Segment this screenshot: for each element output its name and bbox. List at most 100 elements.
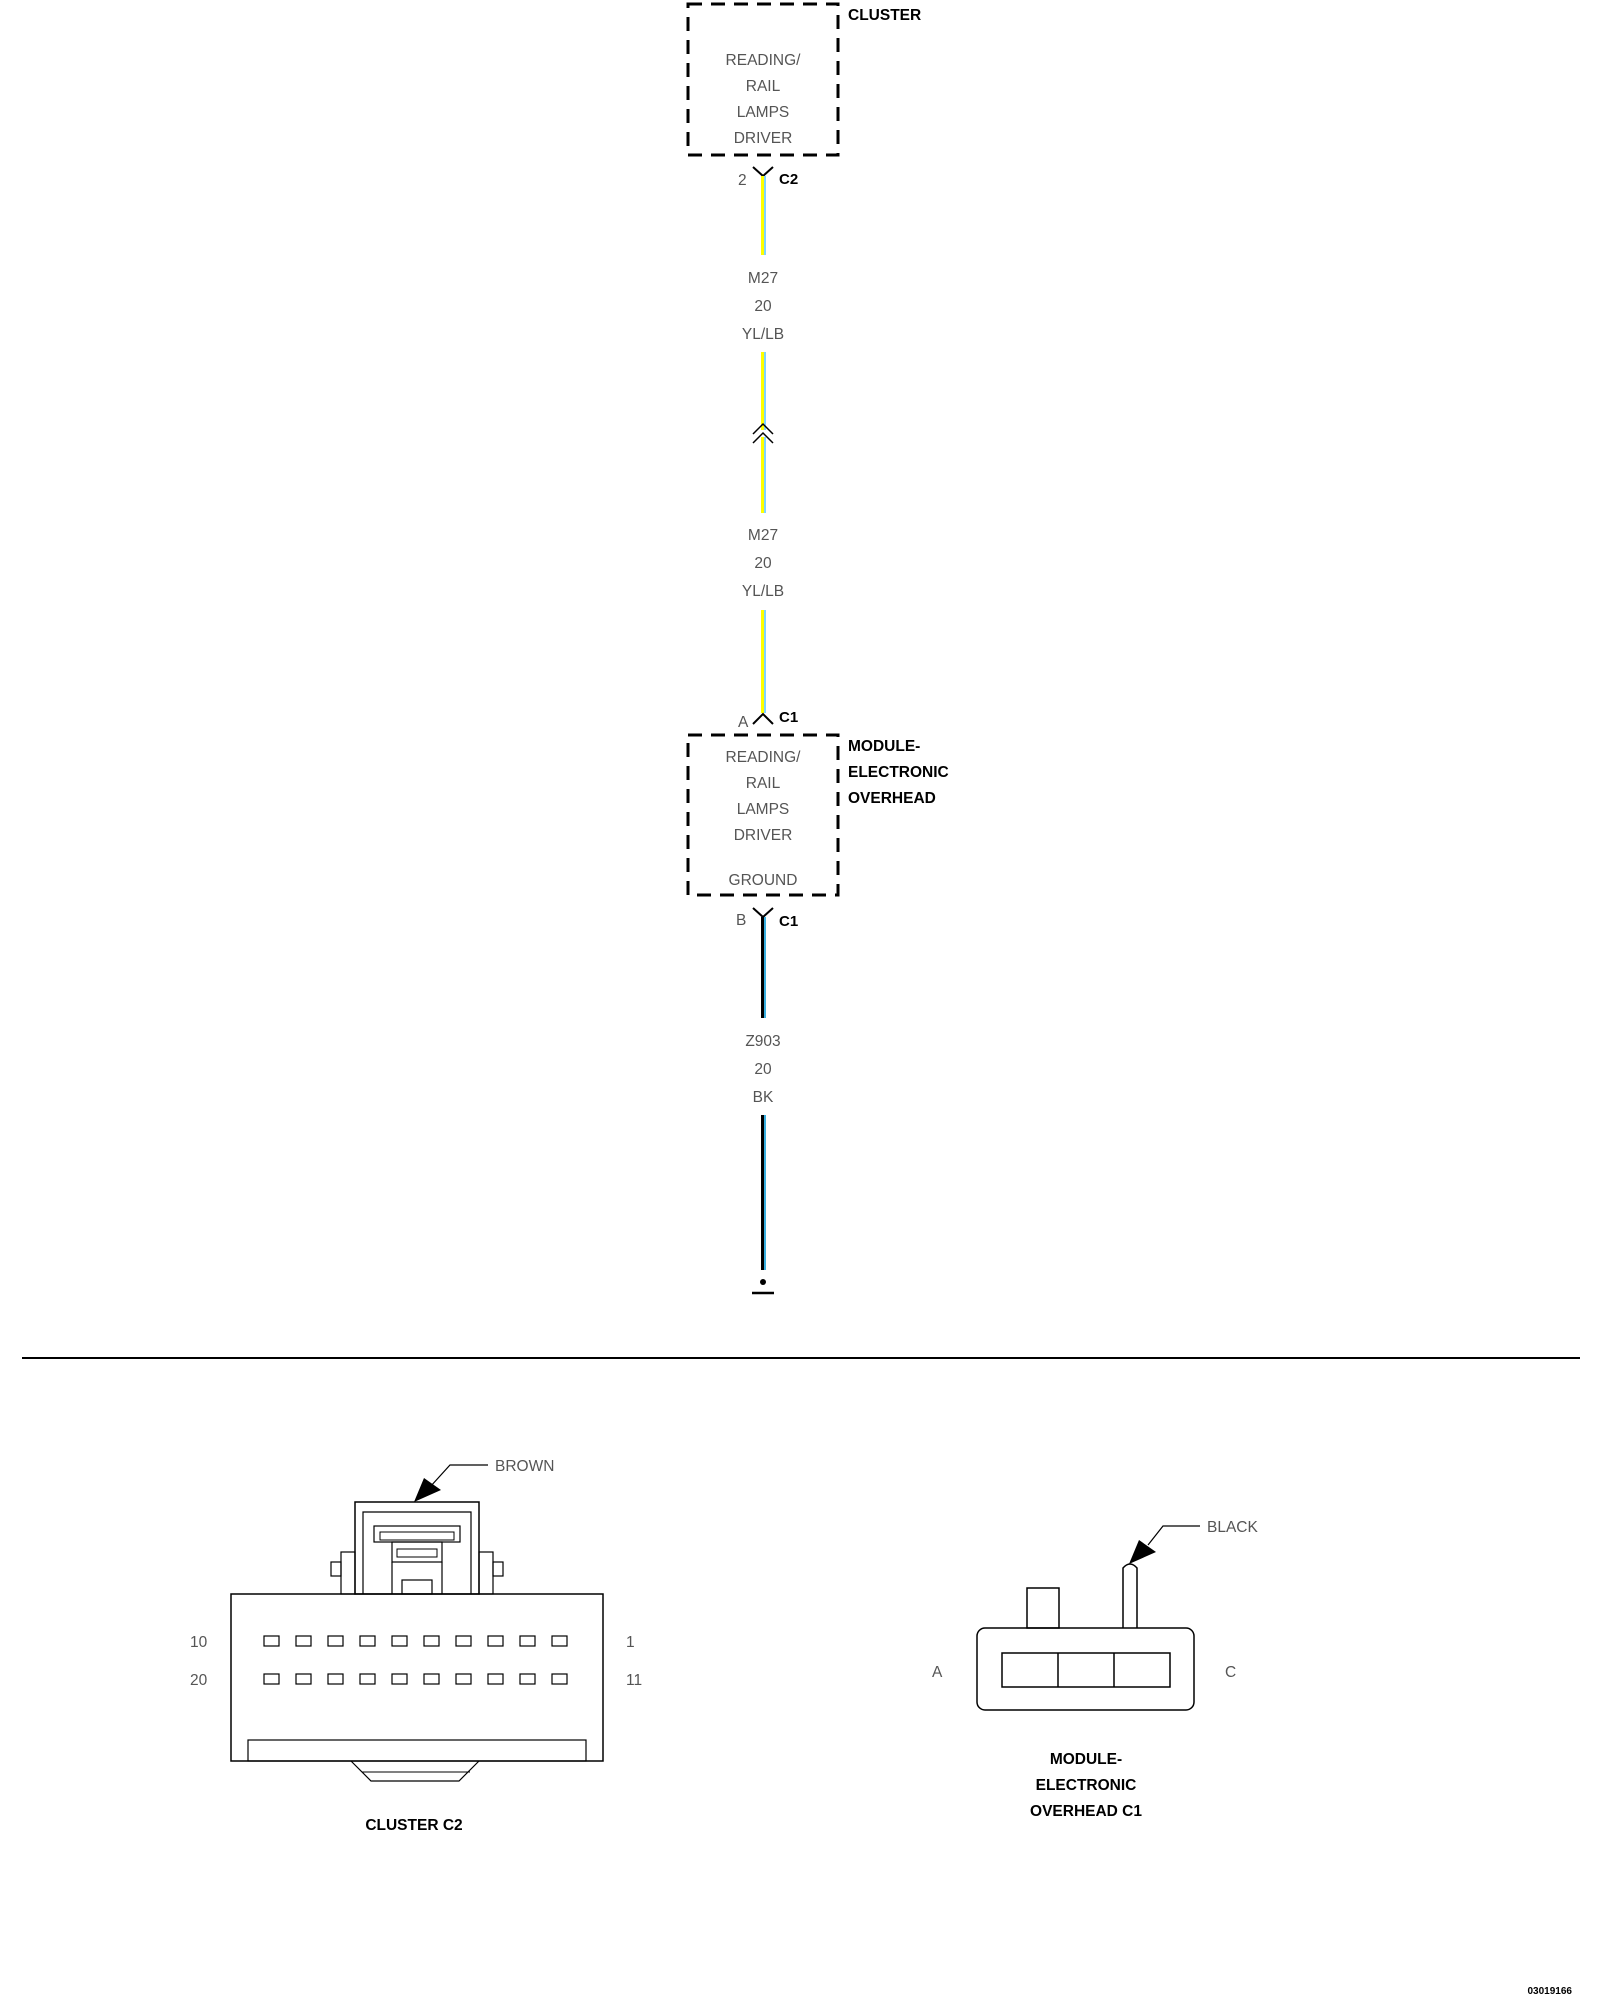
wire-z903: Z903 20 BK	[745, 917, 781, 1270]
latch-slot	[391, 1541, 443, 1563]
module-c1-pin-b: B C1	[736, 907, 798, 930]
overhead-module-title-line-3: OVERHEAD	[848, 790, 936, 807]
cavity	[487, 1635, 504, 1647]
cavity	[423, 1673, 440, 1685]
module-input-connector: C1	[779, 709, 798, 726]
connector-body	[976, 1627, 1195, 1711]
cluster-function-line-3: LAMPS	[737, 104, 790, 121]
cluster-box	[686, 2, 840, 157]
cavity	[519, 1673, 536, 1685]
color-leader-line	[1147, 1525, 1200, 1546]
cavity	[263, 1673, 280, 1685]
module-output-connector: C1	[779, 913, 798, 930]
overhead-module-component: MODULE- ELECTRONIC OVERHEAD READING/ RAI…	[686, 733, 949, 897]
module-input-pin: A	[738, 714, 749, 731]
wire-circuit-label: M27	[748, 270, 778, 287]
cavity-row-bottom	[263, 1673, 568, 1685]
overhead-function-line-4: DRIVER	[734, 827, 793, 844]
connector-body	[230, 1593, 604, 1762]
cluster-c2-connector-view: 10 1 20 11 BROWN CLUSTER C2	[190, 1458, 642, 1834]
wire-color-label: YL/LB	[742, 326, 784, 343]
wire-m27-upper: M27 20 YL/LB	[742, 176, 784, 430]
connector-caption-line-1: MODULE-	[1050, 1751, 1122, 1768]
latch-inner-outline	[362, 1511, 472, 1594]
housing-ear-right-inner	[478, 1551, 494, 1595]
overhead-ground-label: GROUND	[729, 872, 798, 889]
connector-caret-symbol	[752, 712, 774, 725]
locking-tab	[1026, 1587, 1060, 1629]
inline-connector-chevron-lower	[752, 431, 774, 444]
pin-label-left: A	[932, 1664, 943, 1681]
wire-stub	[1122, 1563, 1138, 1628]
cavity	[551, 1635, 568, 1647]
latch-tab-inner	[379, 1531, 455, 1541]
connector-caption: CLUSTER C2	[365, 1817, 462, 1834]
housing-ear-left-inner	[340, 1551, 356, 1595]
cluster-function-line-4: DRIVER	[734, 130, 793, 147]
pin-label-top-left: 10	[190, 1634, 208, 1651]
color-leader-arrow-icon	[414, 1478, 441, 1502]
pin-label-top-right: 1	[626, 1634, 635, 1651]
cavity	[327, 1635, 344, 1647]
cavity	[295, 1635, 312, 1647]
cavity	[327, 1673, 344, 1685]
cluster-c2-terminal: 2 C2	[738, 166, 798, 189]
latch-center-block	[401, 1579, 433, 1595]
figure-id: 03019166	[1528, 1986, 1573, 1997]
pin-label-bottom-left: 20	[190, 1672, 208, 1689]
inline-connector	[752, 422, 774, 444]
cavity	[519, 1635, 536, 1647]
module-c1-pin-a: A C1	[738, 709, 798, 731]
cluster-connector-id: C2	[779, 171, 798, 188]
wire-gauge-label: 20	[754, 555, 772, 572]
overhead-module-box	[686, 733, 840, 897]
cavity	[391, 1673, 408, 1685]
cluster-title: CLUSTER	[848, 7, 921, 24]
latch-slot-inner	[396, 1548, 438, 1558]
connector-y-symbol	[752, 166, 774, 178]
color-leader-arrow-icon	[1129, 1540, 1156, 1564]
overhead-function-line-3: LAMPS	[737, 801, 790, 818]
connector-caption-line-2: ELECTRONIC	[1036, 1777, 1137, 1794]
wire-gauge-label: 20	[754, 1061, 772, 1078]
housing-ear-left	[330, 1561, 342, 1577]
connector-bottom-key	[350, 1760, 480, 1782]
module-output-pin: B	[736, 912, 746, 929]
overhead-module-title-line-1: MODULE-	[848, 738, 920, 755]
connector-bottom-rail	[247, 1739, 587, 1762]
cluster-function-line-1: READING/	[726, 52, 802, 69]
overhead-function-line-2: RAIL	[746, 775, 781, 792]
cavity	[455, 1673, 472, 1685]
cluster-function-line-2: RAIL	[746, 78, 781, 95]
cavity	[359, 1635, 376, 1647]
cavity	[295, 1673, 312, 1685]
wire-gauge-label: 20	[754, 298, 772, 315]
overhead-function-line-1: READING/	[726, 749, 802, 766]
color-leader-line	[429, 1464, 488, 1488]
wire-color-label: YL/LB	[742, 583, 784, 600]
connector-caption-line-3: OVERHEAD C1	[1030, 1803, 1142, 1820]
cluster-component: CLUSTER READING/ RAIL LAMPS DRIVER	[686, 2, 921, 157]
module-c1-connector-view: A C BLACK MODULE- ELECTRONIC OVERHEAD C1	[932, 1519, 1258, 1820]
pin-label-right: C	[1225, 1664, 1236, 1681]
cavity	[391, 1635, 408, 1647]
cavity	[263, 1635, 280, 1647]
housing-ear-right	[492, 1561, 504, 1577]
ground-dot	[760, 1279, 766, 1285]
cavity	[359, 1673, 376, 1685]
wire-color-label: BK	[753, 1089, 774, 1106]
pin-label-bottom-right: 11	[626, 1672, 642, 1689]
connector-y-symbol	[752, 907, 774, 919]
cluster-pin-number: 2	[738, 172, 747, 189]
wire-m27-lower: M27 20 YL/LB	[742, 437, 784, 713]
ground-symbol	[752, 1279, 774, 1295]
wire-circuit-label: M27	[748, 527, 778, 544]
wire-circuit-label: Z903	[745, 1033, 780, 1050]
cavity-block	[1001, 1652, 1171, 1688]
color-label: BLACK	[1207, 1519, 1258, 1536]
overhead-module-title-line-2: ELECTRONIC	[848, 764, 949, 781]
cavity	[423, 1635, 440, 1647]
color-label: BROWN	[495, 1458, 554, 1475]
cavity	[551, 1673, 568, 1685]
inline-connector-chevron-upper	[752, 422, 774, 435]
